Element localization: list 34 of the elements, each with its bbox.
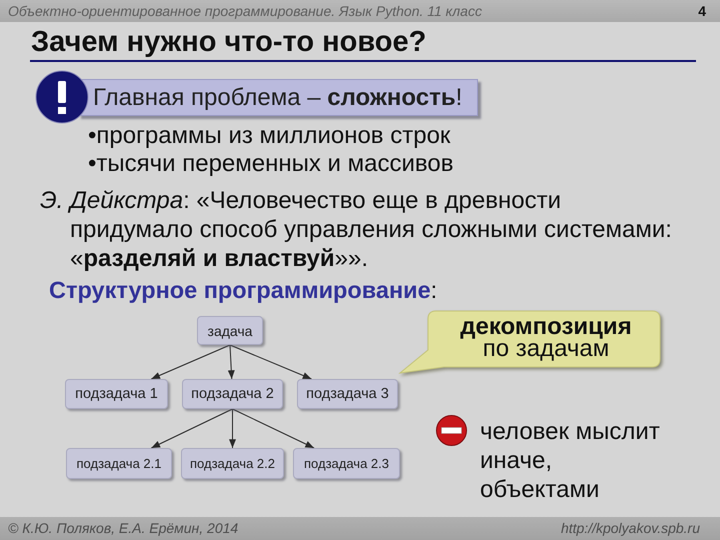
slide-title: Зачем нужно что-то новое? [31,26,426,59]
task-label: подзадача 2 [191,386,274,402]
section-heading: Структурное программирование: [49,277,438,304]
bullet-item: •тысячи переменных и массивов [88,150,454,178]
page-number: 4 [698,3,706,19]
task-label: подзадача 2.1 [76,456,162,471]
arrow [150,344,230,380]
banner-text: Главная проблема – сложность! [93,84,462,112]
task-label: подзадача 2.3 [304,456,389,471]
task-box [65,379,168,409]
copyright-text: © К.Ю. Поляков, Е.А. Ерёмин, 2014 [8,520,238,536]
task-box [197,316,263,345]
task-box [181,448,284,479]
highlight-banner [78,79,478,116]
task-label: подзадача 3 [306,386,389,402]
task-box [182,379,283,409]
task-box [293,448,400,479]
task-label: подзадача 1 [75,386,158,402]
arrow [150,408,233,448]
footer-url: http://kpolyakov.spb.ru [560,520,700,536]
task-label: задача [208,322,252,338]
quote-paragraph: Э. Дейкстра: «Человечество еще в древности придумало способ управления сложными системами: «разделяй и властвуй»». [40,186,673,273]
task-label: подзадача 2.2 [190,456,275,471]
note-text: человек мыслит иначе, объектами [480,417,661,504]
arrow [230,344,312,380]
bullet-item: •программы из миллионов строк [88,122,450,150]
bubble-heading: декомпозиция [460,316,632,338]
arrow [229,408,236,448]
arrow [232,408,315,448]
arrow [228,344,235,380]
header-text: Объектно-ориентированное программирование. Язык Python. 11 класс [8,3,482,19]
task-box [66,448,172,479]
task-box [297,379,398,409]
bubble-text: по задачам [482,338,610,360]
